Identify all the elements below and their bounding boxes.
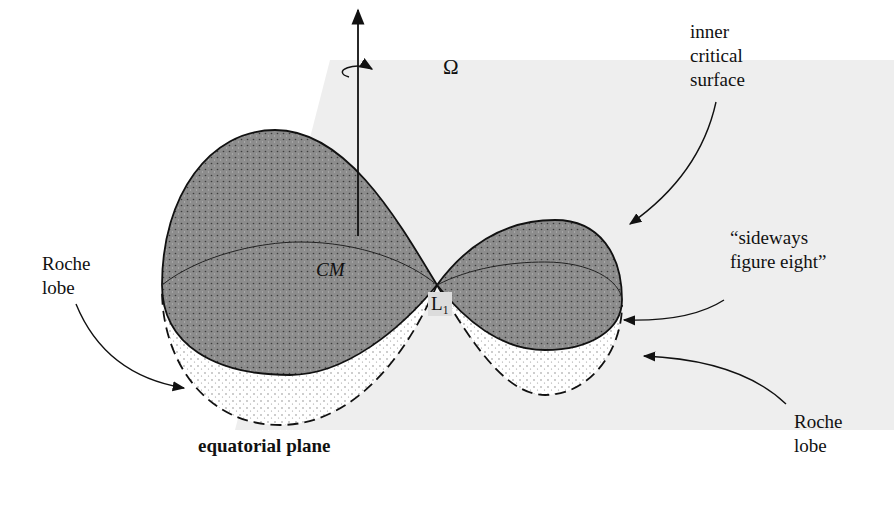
rotation-arrow bbox=[342, 66, 372, 77]
surface-label: inner critical surface bbox=[690, 20, 782, 92]
plane-label: equatorial plane bbox=[198, 434, 368, 458]
leader-arrow bbox=[624, 300, 724, 320]
leader-arrow bbox=[76, 304, 184, 388]
dashed-lobe-outline bbox=[437, 285, 622, 395]
dashed-lobe-outline bbox=[162, 285, 437, 425]
lobe-label: Roche lobe bbox=[42, 252, 114, 300]
equator-back-edge bbox=[437, 262, 622, 300]
upper-roche-lobe bbox=[162, 130, 437, 375]
center-of-mass-label: CM bbox=[316, 258, 356, 282]
lobe-label: Roche lobe bbox=[794, 410, 864, 458]
leader-arrow bbox=[644, 356, 786, 404]
equator-back-edge bbox=[162, 242, 437, 285]
rotation-axis bbox=[357, 10, 359, 236]
leader-arrow bbox=[630, 102, 716, 224]
lagrange-point-label: L₁ bbox=[428, 292, 452, 316]
rotation-symbol: Ω bbox=[443, 55, 473, 79]
figure-eight-label: “sideways figure eight” bbox=[730, 226, 842, 274]
